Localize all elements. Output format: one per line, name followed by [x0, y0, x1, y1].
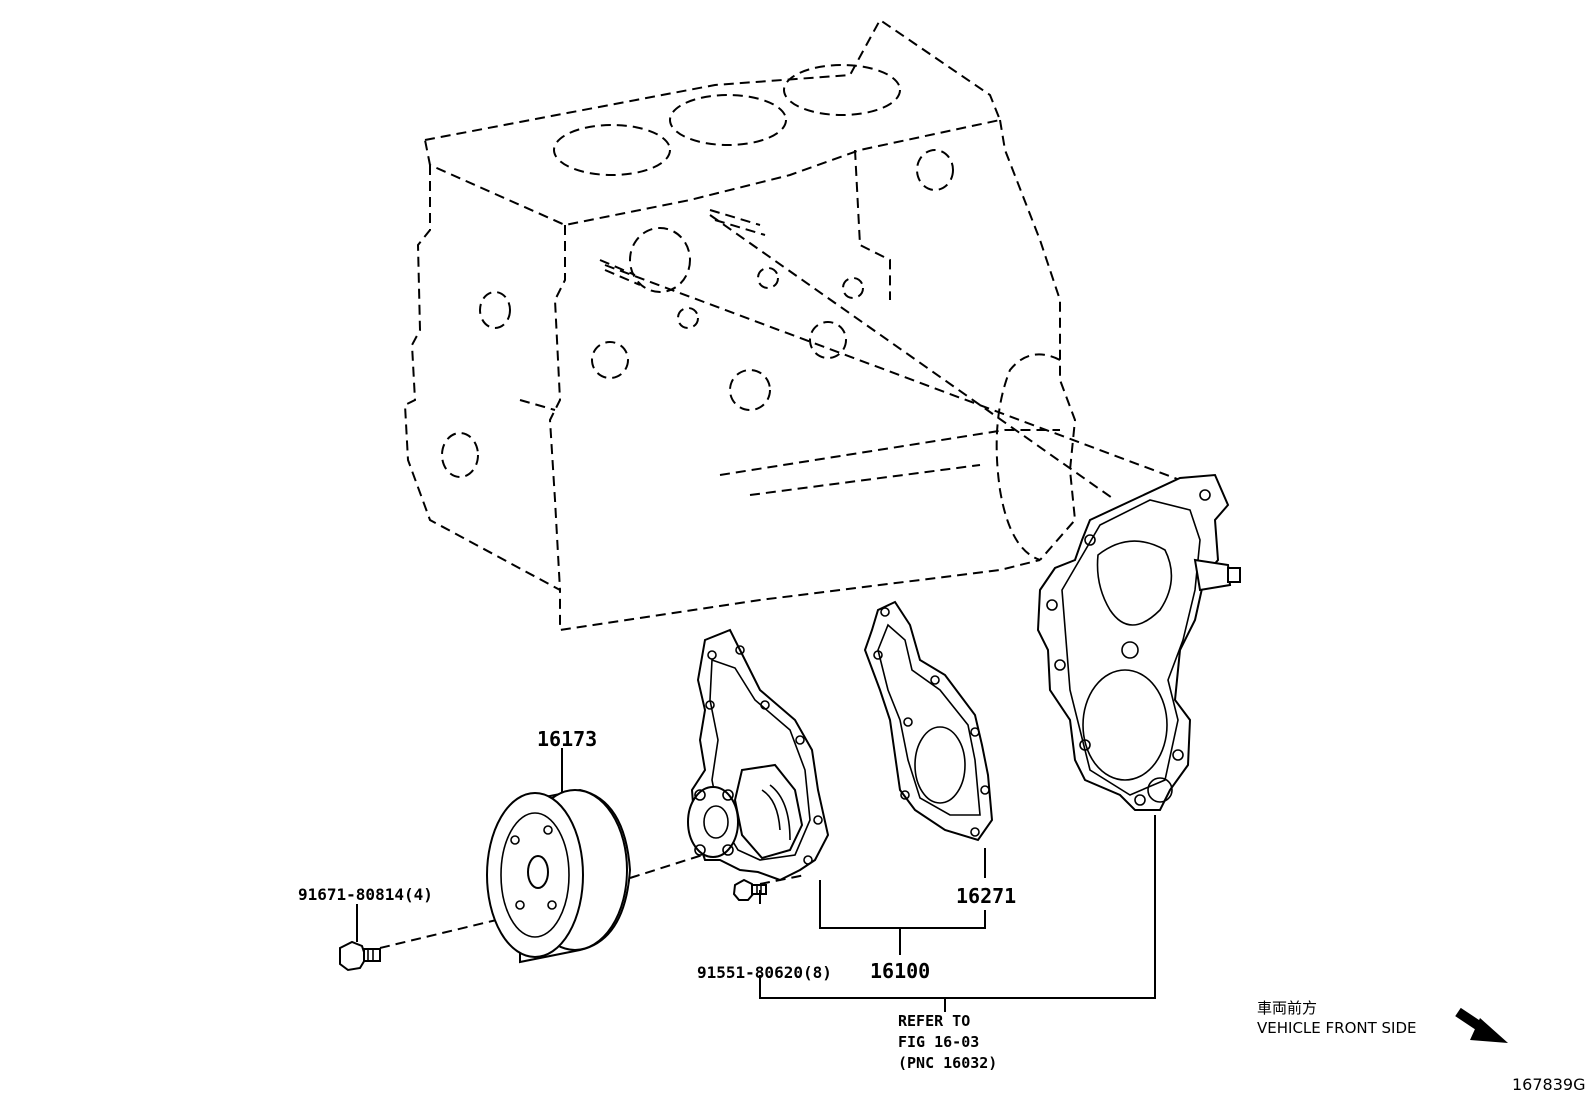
label-pulley: 16173 [537, 727, 597, 751]
water-pump [687, 628, 830, 882]
label-pump-bolt: 91551-80620(8) [697, 963, 832, 982]
pulley-bolt [339, 940, 381, 972]
engine-block [403, 18, 1077, 632]
direction-label-jp: 車両前方 [1257, 999, 1317, 1017]
direction-arrow-icon [1455, 1007, 1508, 1043]
refer-line-1: REFER TO [898, 1012, 970, 1030]
gasket [863, 600, 994, 842]
refer-line-3: (PNC 16032) [898, 1054, 997, 1072]
label-pulley-bolt: 91671-80814(4) [298, 885, 433, 904]
figure-id: 167839G [1512, 1075, 1585, 1094]
leader-lines [356, 748, 1156, 1012]
pump-bolt [732, 878, 767, 901]
refer-line-2: FIG 16-03 [898, 1033, 979, 1051]
label-gasket: 16271 [956, 884, 1016, 908]
pulley [486, 788, 632, 964]
direction-label-en: VEHICLE FRONT SIDE [1257, 1019, 1417, 1037]
pump-housing [1036, 473, 1241, 811]
label-pump-assy: 16100 [870, 959, 930, 983]
